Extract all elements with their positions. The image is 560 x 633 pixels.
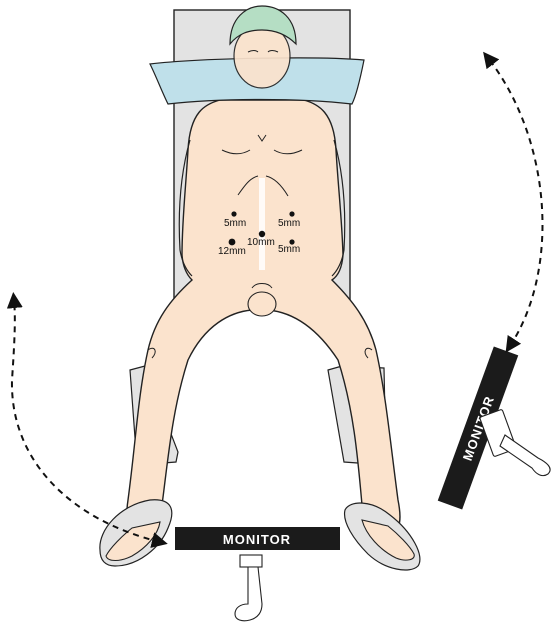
port-marker-upper-right <box>289 211 295 217</box>
rib-line-left <box>237 175 259 196</box>
right-foot <box>361 519 415 561</box>
port-marker-umbilical <box>258 230 266 238</box>
port-label-lower-right: 5mm <box>278 244 300 255</box>
monitor-foot-stand-arm <box>234 566 263 622</box>
genital-detail <box>251 283 273 289</box>
right-monitor-swing-arrow <box>483 51 544 353</box>
port-label-upper-left: 5mm <box>224 218 246 229</box>
genital-area <box>247 291 277 317</box>
monitor-foot-stand-base <box>239 554 263 568</box>
port-label-lower-left: 12mm <box>218 246 246 257</box>
chest-line-left <box>221 149 251 155</box>
midline-stripe <box>259 178 265 270</box>
rib-line-right <box>265 175 289 197</box>
right-knee-mark <box>364 347 373 359</box>
right-eye <box>267 50 279 53</box>
surgical-cap <box>229 5 297 46</box>
port-label-umbilical: 10mm <box>247 237 275 248</box>
monitor-side-stand-arm <box>499 434 551 477</box>
port-label-upper-right: 5mm <box>278 218 300 229</box>
sternum-mark <box>257 134 267 142</box>
monitor-foot: MONITOR <box>175 527 340 622</box>
port-marker-lower-left <box>228 238 236 246</box>
left-monitor-swing-arrow <box>6 292 168 548</box>
monitor-foot-label: MONITOR <box>223 532 291 547</box>
monitor-foot-screen <box>175 527 340 550</box>
chest-line-right <box>273 149 303 155</box>
monitor-side-screen <box>437 346 519 510</box>
right-arm <box>331 139 346 277</box>
left-eye <box>247 50 259 53</box>
port-marker-lower-right <box>289 239 295 245</box>
left-arm <box>178 139 193 277</box>
port-marker-upper-left <box>231 211 237 217</box>
